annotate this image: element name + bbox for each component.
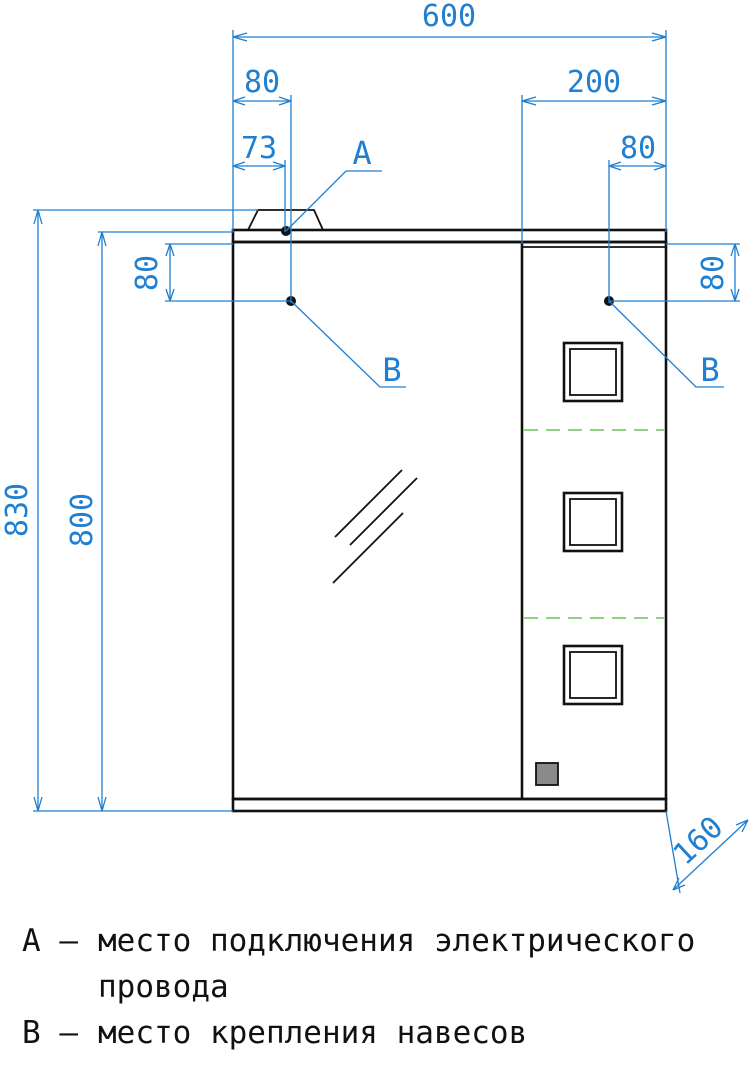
door-handle-square (535, 762, 559, 786)
dimension-labels: 600 80 73 200 80 80 80 830 800 160 (0, 0, 731, 872)
callout-a-leader (285, 170, 382, 232)
lamp-fixture (247, 209, 324, 231)
decor-square-2 (562, 491, 624, 553)
callout-labels: A B B (352, 134, 719, 389)
technical-drawing: 600 80 73 200 80 80 80 830 800 160 A B B (0, 0, 749, 894)
dim-overall-height: 830 (0, 483, 35, 537)
callout-b-left-leader (290, 300, 406, 388)
dim-cabinet-height: 800 (65, 493, 100, 547)
legend-key-b: В – (22, 1015, 78, 1051)
legend-row-a: А – место подключения электрического про… (22, 918, 750, 1010)
callout-b-right-label: B (700, 351, 719, 389)
cabinet-body (231, 209, 668, 813)
dim-right-vertical-80: 80 (696, 255, 731, 291)
legend-key-a: А – (22, 923, 78, 959)
dim-depth: 160 (667, 810, 731, 873)
legend-text-b: место крепления навесов (98, 1015, 528, 1051)
callout-b-right-leader (608, 300, 724, 388)
dimension-lines (33, 30, 749, 894)
bottom-panel (231, 797, 668, 813)
cabinet-frame (231, 240, 668, 801)
dim-overall-width: 600 (422, 0, 476, 34)
decor-square-1 (562, 341, 624, 403)
callout-a-label: A (352, 134, 371, 172)
dim-left-vertical-80: 80 (130, 255, 165, 291)
decor-square-3 (562, 644, 624, 706)
callout-b-left-label: B (382, 351, 401, 389)
dim-right-offset-80: 80 (620, 131, 656, 166)
legend-text-a: место подключения электрического провода (98, 923, 696, 1005)
dim-left-offset-80: 80 (244, 65, 280, 100)
legend: А – место подключения электрического про… (22, 918, 750, 1056)
top-panel (231, 228, 668, 244)
mirror-glare-icon (332, 469, 418, 584)
legend-row-b: В – место крепления навесов (22, 1010, 750, 1056)
dim-left-offset-73: 73 (241, 131, 277, 166)
dim-right-section: 200 (567, 65, 621, 100)
